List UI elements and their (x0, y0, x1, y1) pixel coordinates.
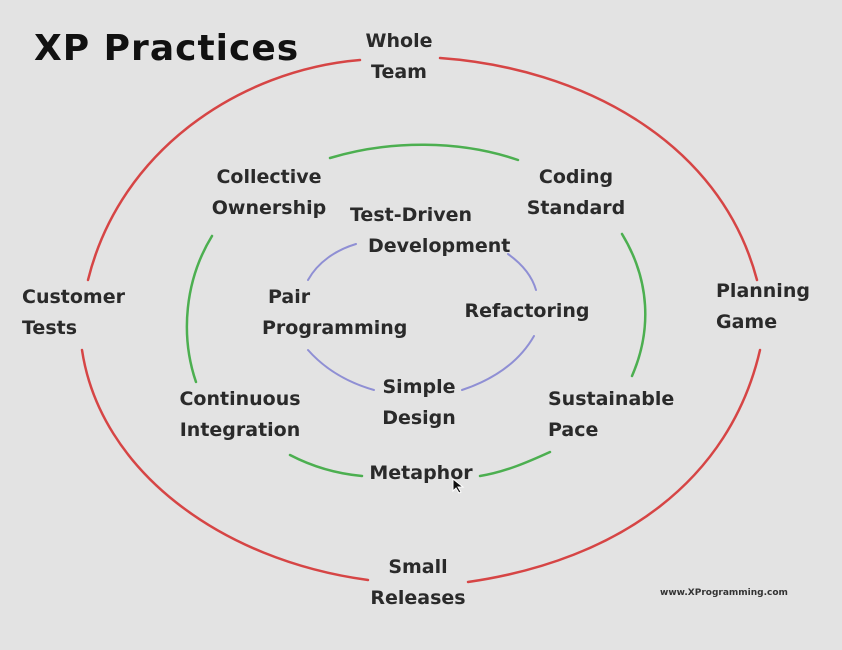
inner-ring (307, 243, 537, 391)
label-customer-tests-line2: Tests (22, 317, 78, 339)
label-whole-team-line1: Whole (365, 30, 433, 52)
label-test-driven-development: Test-Driven Development (340, 200, 510, 262)
label-collective-ownership: Collective Ownership (206, 162, 332, 224)
label-coding-standard-line2: Standard (526, 197, 626, 219)
label-metaphor: Metaphor (362, 458, 480, 489)
label-coding-standard-line1: Coding (538, 166, 614, 188)
label-refactoring-line1: Refactoring (464, 300, 590, 322)
label-test-driven-development-line1: Test-Driven (350, 204, 473, 226)
outer-ring (80, 56, 762, 584)
label-coding-standard: Coding Standard (518, 162, 634, 224)
inner-ring-arc-bottom-right (461, 335, 535, 391)
label-customer-tests-line1: Customer (22, 286, 125, 308)
label-collective-ownership-line2: Ownership (211, 197, 327, 219)
label-sustainable-pace: Sustainable Pace (548, 384, 688, 446)
label-test-driven-development-line2: Development (368, 235, 511, 257)
label-continuous-integration-line2: Integration (179, 419, 301, 441)
label-continuous-integration: Continuous Integration (170, 384, 310, 446)
middle-ring-arc-bottom-right (478, 450, 552, 478)
label-planning-game: Planning Game (716, 276, 826, 338)
label-pair-programming-line2: Programming (262, 317, 408, 339)
diagram-title: XP Practices (34, 28, 300, 69)
label-pair-programming-line1: Pair (268, 286, 311, 308)
label-continuous-integration-line1: Continuous (179, 388, 301, 410)
footer-url: www.XProgramming.com (660, 588, 788, 598)
inner-ring-arc-bottom-left (307, 349, 375, 391)
middle-ring (185, 143, 647, 478)
mouse-cursor-icon (452, 478, 465, 494)
label-simple-design: Simple Design (366, 372, 472, 434)
middle-ring-arc-right (620, 232, 647, 378)
inner-ring-arc-top-left (307, 243, 357, 281)
label-simple-design-line1: Simple (382, 376, 456, 398)
outer-ring-arc-bottom-right (466, 348, 762, 584)
label-planning-game-line1: Planning (716, 280, 810, 302)
label-small-releases-line1: Small (388, 556, 448, 578)
label-customer-tests: Customer Tests (22, 282, 142, 344)
label-whole-team: Whole Team (356, 26, 442, 88)
label-pair-programming: Pair Programming (262, 282, 422, 344)
middle-ring-arc-top (328, 143, 520, 162)
label-planning-game-line2: Game (716, 311, 778, 333)
label-collective-ownership-line1: Collective (216, 166, 322, 188)
outer-ring-arc-bottom-left (80, 348, 370, 582)
outer-ring-arc-top-left (86, 58, 362, 282)
outer-ring-arc-top-right (438, 56, 759, 282)
label-refactoring: Refactoring (462, 296, 592, 327)
label-small-releases-line2: Releases (370, 587, 466, 609)
label-whole-team-line2: Team (371, 61, 427, 83)
label-metaphor-line1: Metaphor (369, 462, 473, 484)
inner-ring-arc-top-right (507, 253, 537, 291)
label-simple-design-line2: Design (382, 407, 456, 429)
label-sustainable-pace-line2: Pace (548, 419, 599, 441)
middle-ring-arc-bottom-left (288, 453, 364, 478)
label-small-releases: Small Releases (362, 552, 474, 614)
label-sustainable-pace-line1: Sustainable (548, 388, 675, 410)
middle-ring-arc-left (185, 234, 214, 384)
